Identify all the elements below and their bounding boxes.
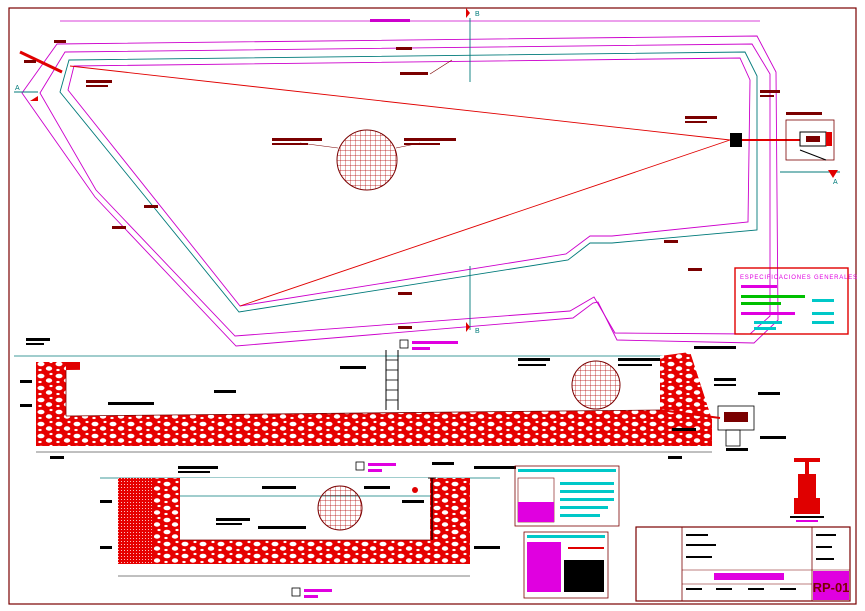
drain-grille: [336, 129, 398, 191]
plan-view: B B A A: [14, 8, 840, 347]
title-block: RP-01: [635, 526, 851, 602]
pool-wall-inner-edge: [59, 51, 758, 313]
gate-valve-icon: [790, 458, 824, 522]
cross-section-masonry: [154, 478, 470, 564]
legend-table-2: [523, 531, 609, 599]
cross-section-a: [100, 461, 516, 598]
drain-grille-cross: [317, 485, 363, 531]
outlet-valve-box: [730, 133, 742, 147]
drain-grille-section: [571, 360, 621, 410]
general-specs-box: ESPECIFICACIONES GENERALES: [734, 267, 858, 335]
section-a-label-left: A: [15, 85, 20, 92]
pool-outer-wall: [21, 35, 779, 347]
longitudinal-section: [14, 338, 786, 459]
section-b-label-bottom: B: [475, 328, 480, 335]
ladder-icon: [385, 350, 399, 410]
sheet-border: [8, 7, 857, 605]
specs-title: ESPECIFICACIONES GENERALES: [740, 275, 858, 281]
section-b-label-top: B: [475, 11, 480, 18]
section-floor-masonry: [36, 352, 712, 446]
sheet-code: RP-01: [813, 580, 850, 595]
pool-wall-outer-edge: [39, 43, 771, 337]
left-wall-section: [36, 362, 66, 418]
pool-floor-edge: [67, 57, 751, 307]
legend-table-1: [514, 465, 620, 527]
section-a-label-right: A: [833, 179, 838, 186]
inlet-pipe: [19, 50, 63, 74]
